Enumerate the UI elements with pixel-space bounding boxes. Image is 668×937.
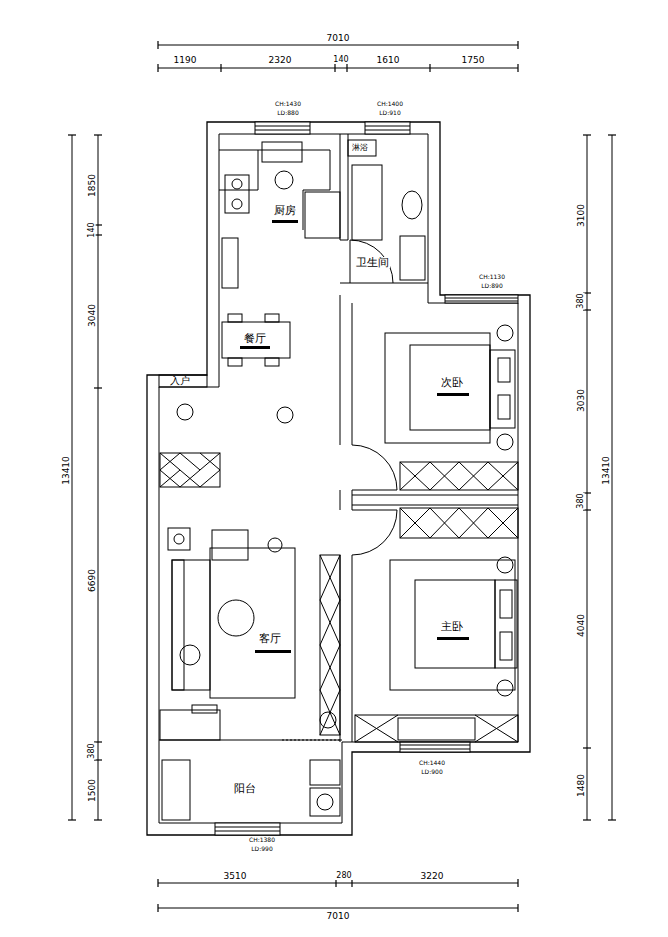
dimension-text: 380 xyxy=(577,492,585,509)
dimension-text: 1610 xyxy=(376,56,401,65)
room-name: 卫生间 xyxy=(355,257,390,268)
dimension-text: 3100 xyxy=(577,203,586,228)
dimension-text: 280 xyxy=(335,872,352,880)
dimension-text: 140 xyxy=(88,221,96,238)
window-note: CH:1380 xyxy=(248,837,276,843)
dimension-text: 3030 xyxy=(577,388,586,413)
dimension-text: 380 xyxy=(88,742,96,759)
window-note: LD:900 xyxy=(420,769,443,775)
room-name: 阳台 xyxy=(233,783,257,794)
dimension-text: 3510 xyxy=(223,872,248,881)
dimension-text: 7010 xyxy=(326,34,351,43)
dimension-text: 7010 xyxy=(326,912,351,921)
dimension-text: 6690 xyxy=(88,568,97,593)
window-note: CH:1440 xyxy=(418,760,446,766)
room-name: 入户 xyxy=(169,376,191,386)
dimension-text: 3220 xyxy=(420,872,445,881)
room-name: 厨房 xyxy=(273,205,297,216)
window-note: LD:990 xyxy=(250,846,273,852)
dimension-text: 1850 xyxy=(88,173,97,198)
dimension-text: 140 xyxy=(332,56,349,64)
room-name: 客厅 xyxy=(258,633,282,644)
window-note: CH:1400 xyxy=(376,101,404,107)
room-name: 次卧 xyxy=(440,377,464,388)
dimension-text: 380 xyxy=(577,292,585,309)
dimension-text: 3040 xyxy=(88,303,97,328)
dimension-text: 13410 xyxy=(601,455,610,486)
window-note: CH:1430 xyxy=(274,101,302,107)
window-note: LD:910 xyxy=(378,110,401,116)
window-note: LD:880 xyxy=(276,110,299,116)
window-note: LD:890 xyxy=(480,283,503,289)
dimension-text: 1750 xyxy=(461,56,486,65)
window-note: CH:1130 xyxy=(478,274,506,280)
room-name: 淋浴 xyxy=(351,144,369,152)
room-name: 主卧 xyxy=(440,621,464,632)
dimension-text: 1480 xyxy=(577,773,586,798)
dimension-text: 1500 xyxy=(88,778,97,803)
dimension-text: 4040 xyxy=(577,613,586,638)
room-name: 餐厅 xyxy=(243,333,267,344)
dimension-text: 1190 xyxy=(173,56,198,65)
dimension-text: 2320 xyxy=(268,56,293,65)
dimension-text: 13410 xyxy=(61,455,70,486)
